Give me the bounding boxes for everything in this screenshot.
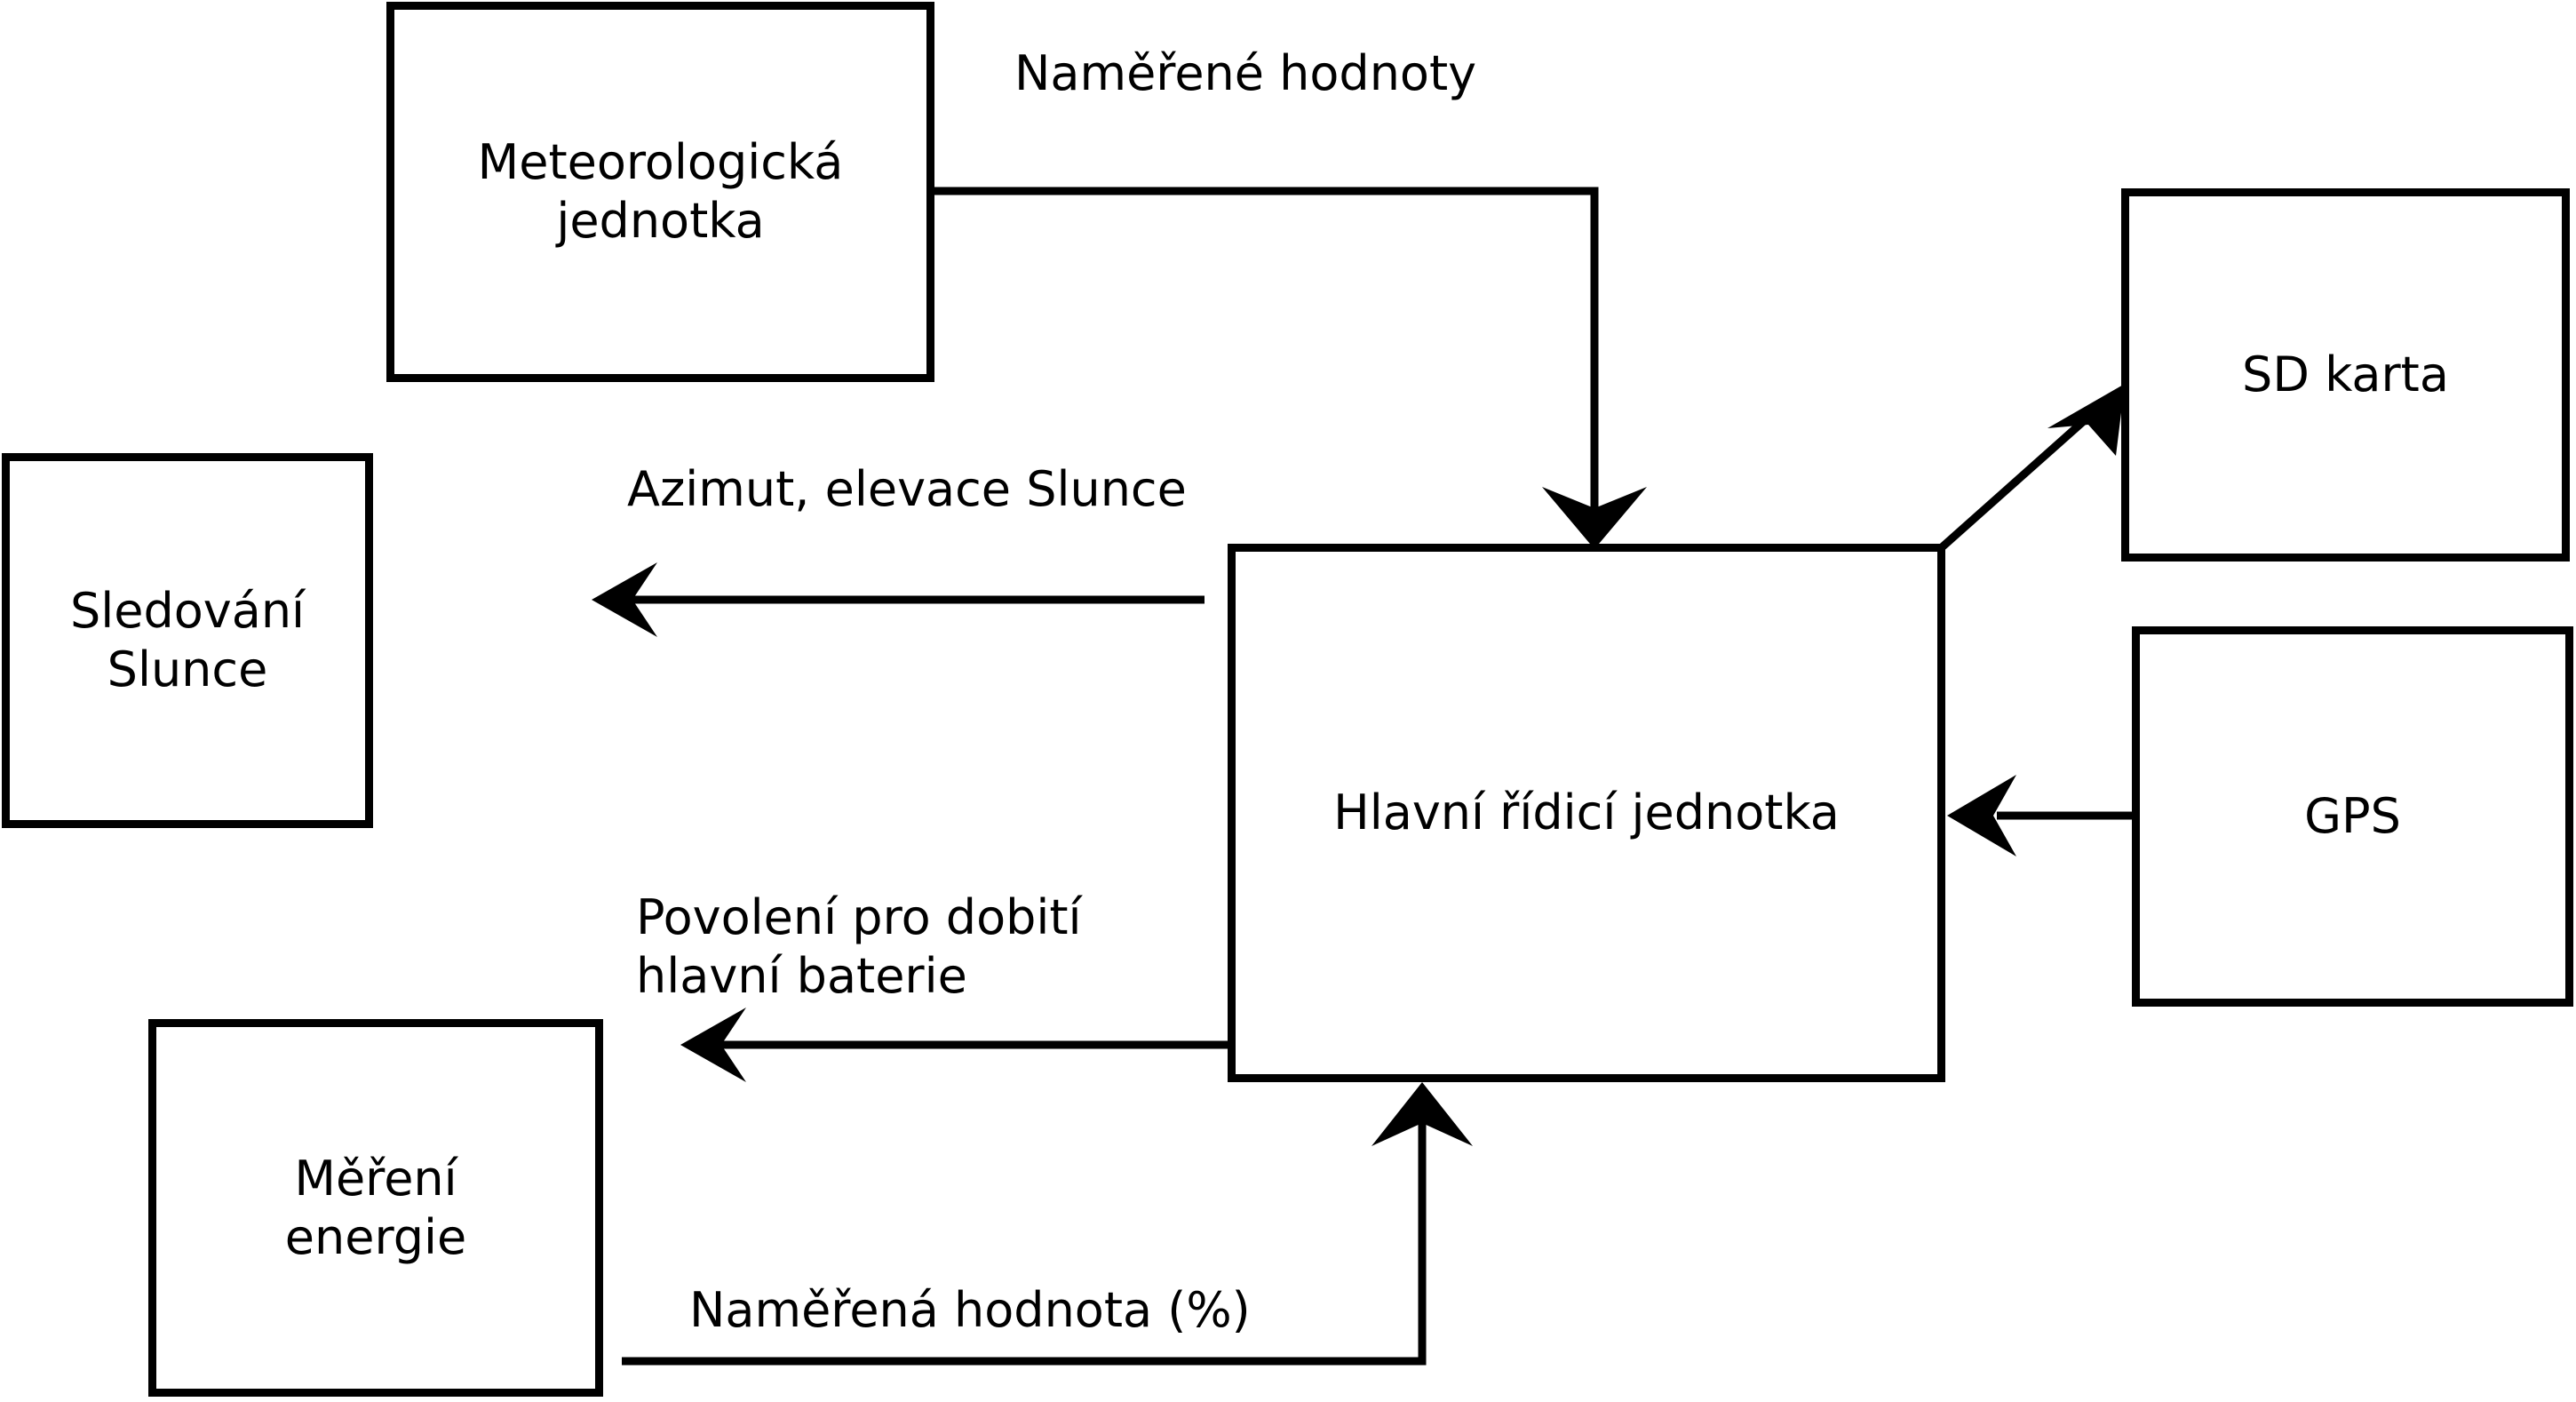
node-label: Sledování Slunce <box>69 583 306 697</box>
edge-label-namerene-hodnoty: Naměřené hodnoty <box>1014 45 1477 101</box>
node-sledovani-slunce[interactable]: Sledování Slunce <box>2 453 373 828</box>
arrowhead-left-icon <box>1947 775 2016 856</box>
arrowhead-up-right-icon <box>2047 384 2125 456</box>
arrowhead-down-icon <box>1542 487 1647 549</box>
edge-label-povoleni-pro-dobiti-hlavni-baterie: Povolení pro dobití hlavní baterie <box>636 889 1082 1004</box>
node-mereni-energie[interactable]: Měření energie <box>148 1019 603 1397</box>
edge-gps-to-hlavni <box>1947 775 2132 856</box>
edge-hlavni-to-sdkarta <box>1938 384 2125 552</box>
node-hlavni-ridici-jednotka[interactable]: Hlavní řídicí jednotka <box>1228 544 1945 1082</box>
arrowhead-left-icon <box>680 1008 746 1082</box>
edge-hlavni-to-mereni <box>680 1008 1228 1082</box>
arrowhead-left-icon <box>592 562 657 637</box>
arrowhead-up-icon <box>1371 1082 1473 1146</box>
edge-hlavni-to-sledovani <box>592 562 1205 637</box>
node-label: Měření energie <box>284 1150 467 1265</box>
node-label: Meteorologická jednotka <box>477 134 844 249</box>
node-label: GPS <box>2304 788 2401 845</box>
edge-label-azimut-elevace-slunce: Azimut, elevace Slunce <box>627 461 1187 517</box>
node-label: Hlavní řídicí jednotka <box>1333 785 1840 841</box>
edge-label-namerena-hodnota-procenta: Naměřená hodnota (%) <box>689 1282 1251 1338</box>
node-label: SD karta <box>2242 347 2449 403</box>
node-sd-karta[interactable]: SD karta <box>2121 188 2570 562</box>
node-gps[interactable]: GPS <box>2132 626 2573 1007</box>
node-meteorologicka-jednotka[interactable]: Meteorologická jednotka <box>386 2 934 382</box>
